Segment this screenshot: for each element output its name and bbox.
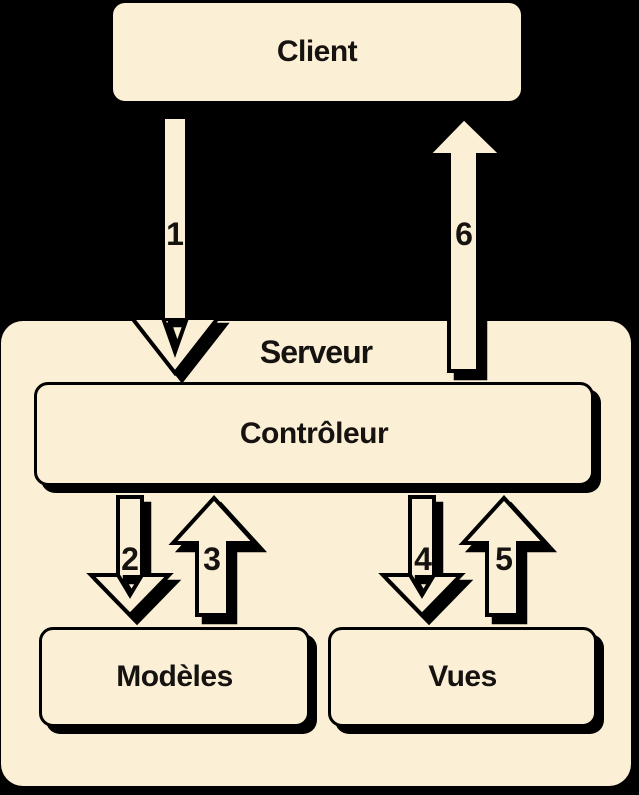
client-box: Client (113, 3, 521, 101)
arrow-4-number: 4 (414, 541, 432, 577)
arrow-4-controller-to-views (378, 495, 474, 626)
arrow-5-views-to-controller (458, 495, 558, 625)
arrow-2-controller-to-models (86, 495, 182, 626)
models-label: Modèles (116, 660, 233, 693)
views-label: Vues (428, 660, 497, 693)
views-box: Vues (328, 627, 597, 727)
arrow-1-client-to-controller (127, 115, 230, 384)
arrow-3-number: 3 (203, 541, 221, 577)
arrow-3-models-to-controller (168, 495, 268, 625)
controller-label: Contrôleur (239, 417, 389, 450)
arrow-5-number: 5 (495, 541, 513, 577)
models-box: Modèles (39, 627, 310, 727)
server-label: Serveur (259, 334, 373, 370)
controller-box: Contrôleur (34, 382, 594, 486)
arrow-6-controller-to-client (424, 115, 515, 381)
arrow-1-number: 1 (166, 216, 184, 252)
client-label: Client (276, 35, 358, 68)
arrow-6-number: 6 (455, 216, 473, 252)
arrow-2-number: 2 (121, 541, 139, 577)
